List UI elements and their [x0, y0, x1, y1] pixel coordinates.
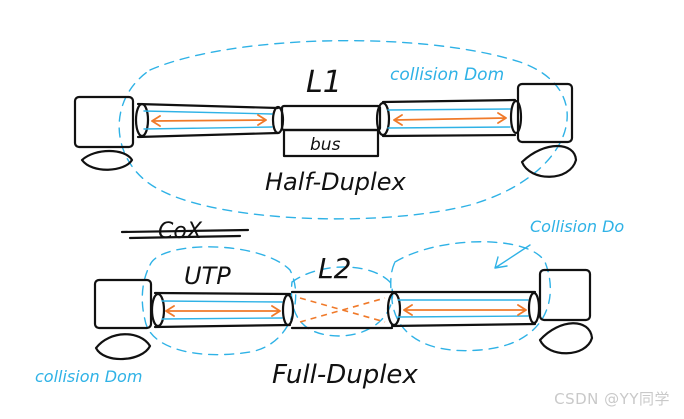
half-duplex-scene: bus L1 Half-Duplex collision Dom [73, 39, 578, 220]
utp-cable-segment-left [150, 291, 295, 329]
collision-domain-label-right: Collision Do [530, 217, 624, 236]
l2-label: L2 [318, 252, 351, 285]
collision-domain-boundary-top [118, 39, 568, 220]
l1-label: L1 [306, 65, 342, 100]
watermark: CSDN @YY同学 [554, 390, 670, 408]
collision-domain-label-left: collision Dom [35, 367, 142, 386]
collision-domain-boundary-right [390, 241, 552, 352]
signal-arrow-right-top [393, 112, 507, 126]
bus-device: bus [280, 104, 382, 158]
collision-domain-label-top: collision Dom [390, 65, 504, 85]
computer-left-bottom [93, 278, 153, 361]
half-duplex-label: Half-Duplex [265, 168, 406, 196]
full-duplex-scene: CoX [35, 217, 624, 390]
signal-arrow-left-top [151, 114, 267, 127]
utp-label: UTP [184, 262, 231, 290]
switch-device [290, 290, 394, 330]
collision-domain-boundary-left [141, 246, 297, 356]
computer-left-top [73, 95, 135, 171]
computer-right-top [516, 82, 578, 178]
collision-pointer-arrow [494, 244, 531, 269]
strike-line [120, 228, 250, 240]
cable-segment-right-bottom [386, 290, 541, 328]
signal-arrow-left-bottom [165, 305, 281, 317]
cable-segment-left-top [134, 102, 285, 139]
cable-segment-right-top [375, 98, 523, 138]
bus-label: bus [310, 135, 341, 155]
computer-right-bottom [538, 268, 594, 355]
collision-domain-boundary-switch [290, 266, 394, 337]
signal-arrow-right-bottom [403, 304, 527, 316]
full-duplex-label: Full-Duplex [272, 360, 418, 390]
